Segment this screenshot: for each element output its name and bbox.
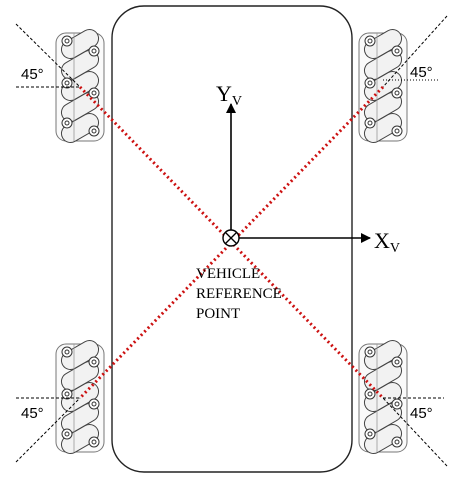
angle-label-top-left: 45°	[21, 66, 44, 83]
mecanum-wheel-icon	[358, 336, 408, 458]
origin-label-line-2: REFERENCE	[196, 286, 282, 302]
angle-label-bottom-right: 45°	[410, 405, 433, 422]
origin-label-line-3: POINT	[196, 306, 240, 322]
diagonal-line-1	[78, 85, 385, 400]
diagonal-line-2	[78, 85, 385, 400]
horizontal-reference-lines	[16, 79, 444, 399]
x-axis-label: XV	[374, 228, 400, 256]
mecanum-wheel-icon	[55, 25, 105, 147]
y-axis-label: YV	[216, 81, 242, 109]
mecanum-wheel-icon	[55, 336, 105, 458]
origin-label-line-1: VEHICLE	[196, 266, 260, 282]
angle-label-bottom-left: 45°	[21, 405, 44, 422]
mecanum-wheel-icon	[358, 25, 408, 147]
wheel-axis-lines	[15, 15, 448, 467]
reference-point-icon	[222, 229, 240, 247]
angle-label-top-right: 45°	[410, 64, 433, 81]
diagonal-lines	[78, 85, 385, 400]
